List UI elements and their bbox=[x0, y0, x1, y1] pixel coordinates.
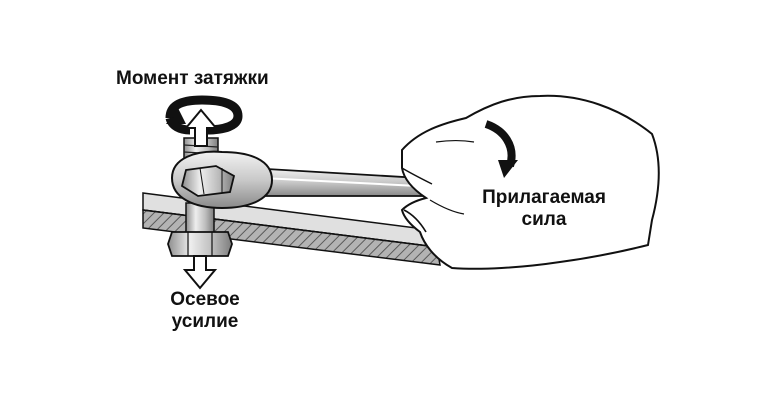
wrench bbox=[170, 150, 426, 210]
applied-force-label-line2: сила bbox=[521, 209, 567, 230]
torque-label: Момент затяжки bbox=[116, 68, 269, 90]
up-arrow-icon bbox=[183, 108, 219, 147]
torque-label-text: Момент затяжки bbox=[116, 68, 269, 89]
hand bbox=[400, 94, 660, 270]
rotation-arrow-icon bbox=[165, 95, 243, 135]
axial-force-label-line1: Осевое bbox=[170, 289, 240, 310]
axial-force-label-line2: усилие bbox=[171, 311, 239, 332]
axial-force-label: Осевое усилие bbox=[150, 289, 260, 333]
down-arrow-icon bbox=[182, 255, 218, 290]
applied-force-label: Прилагаемая сила bbox=[464, 187, 624, 231]
curved-arrow-icon bbox=[484, 120, 518, 178]
applied-force-label-line1: Прилагаемая bbox=[482, 187, 606, 208]
lower-nut bbox=[167, 202, 233, 257]
